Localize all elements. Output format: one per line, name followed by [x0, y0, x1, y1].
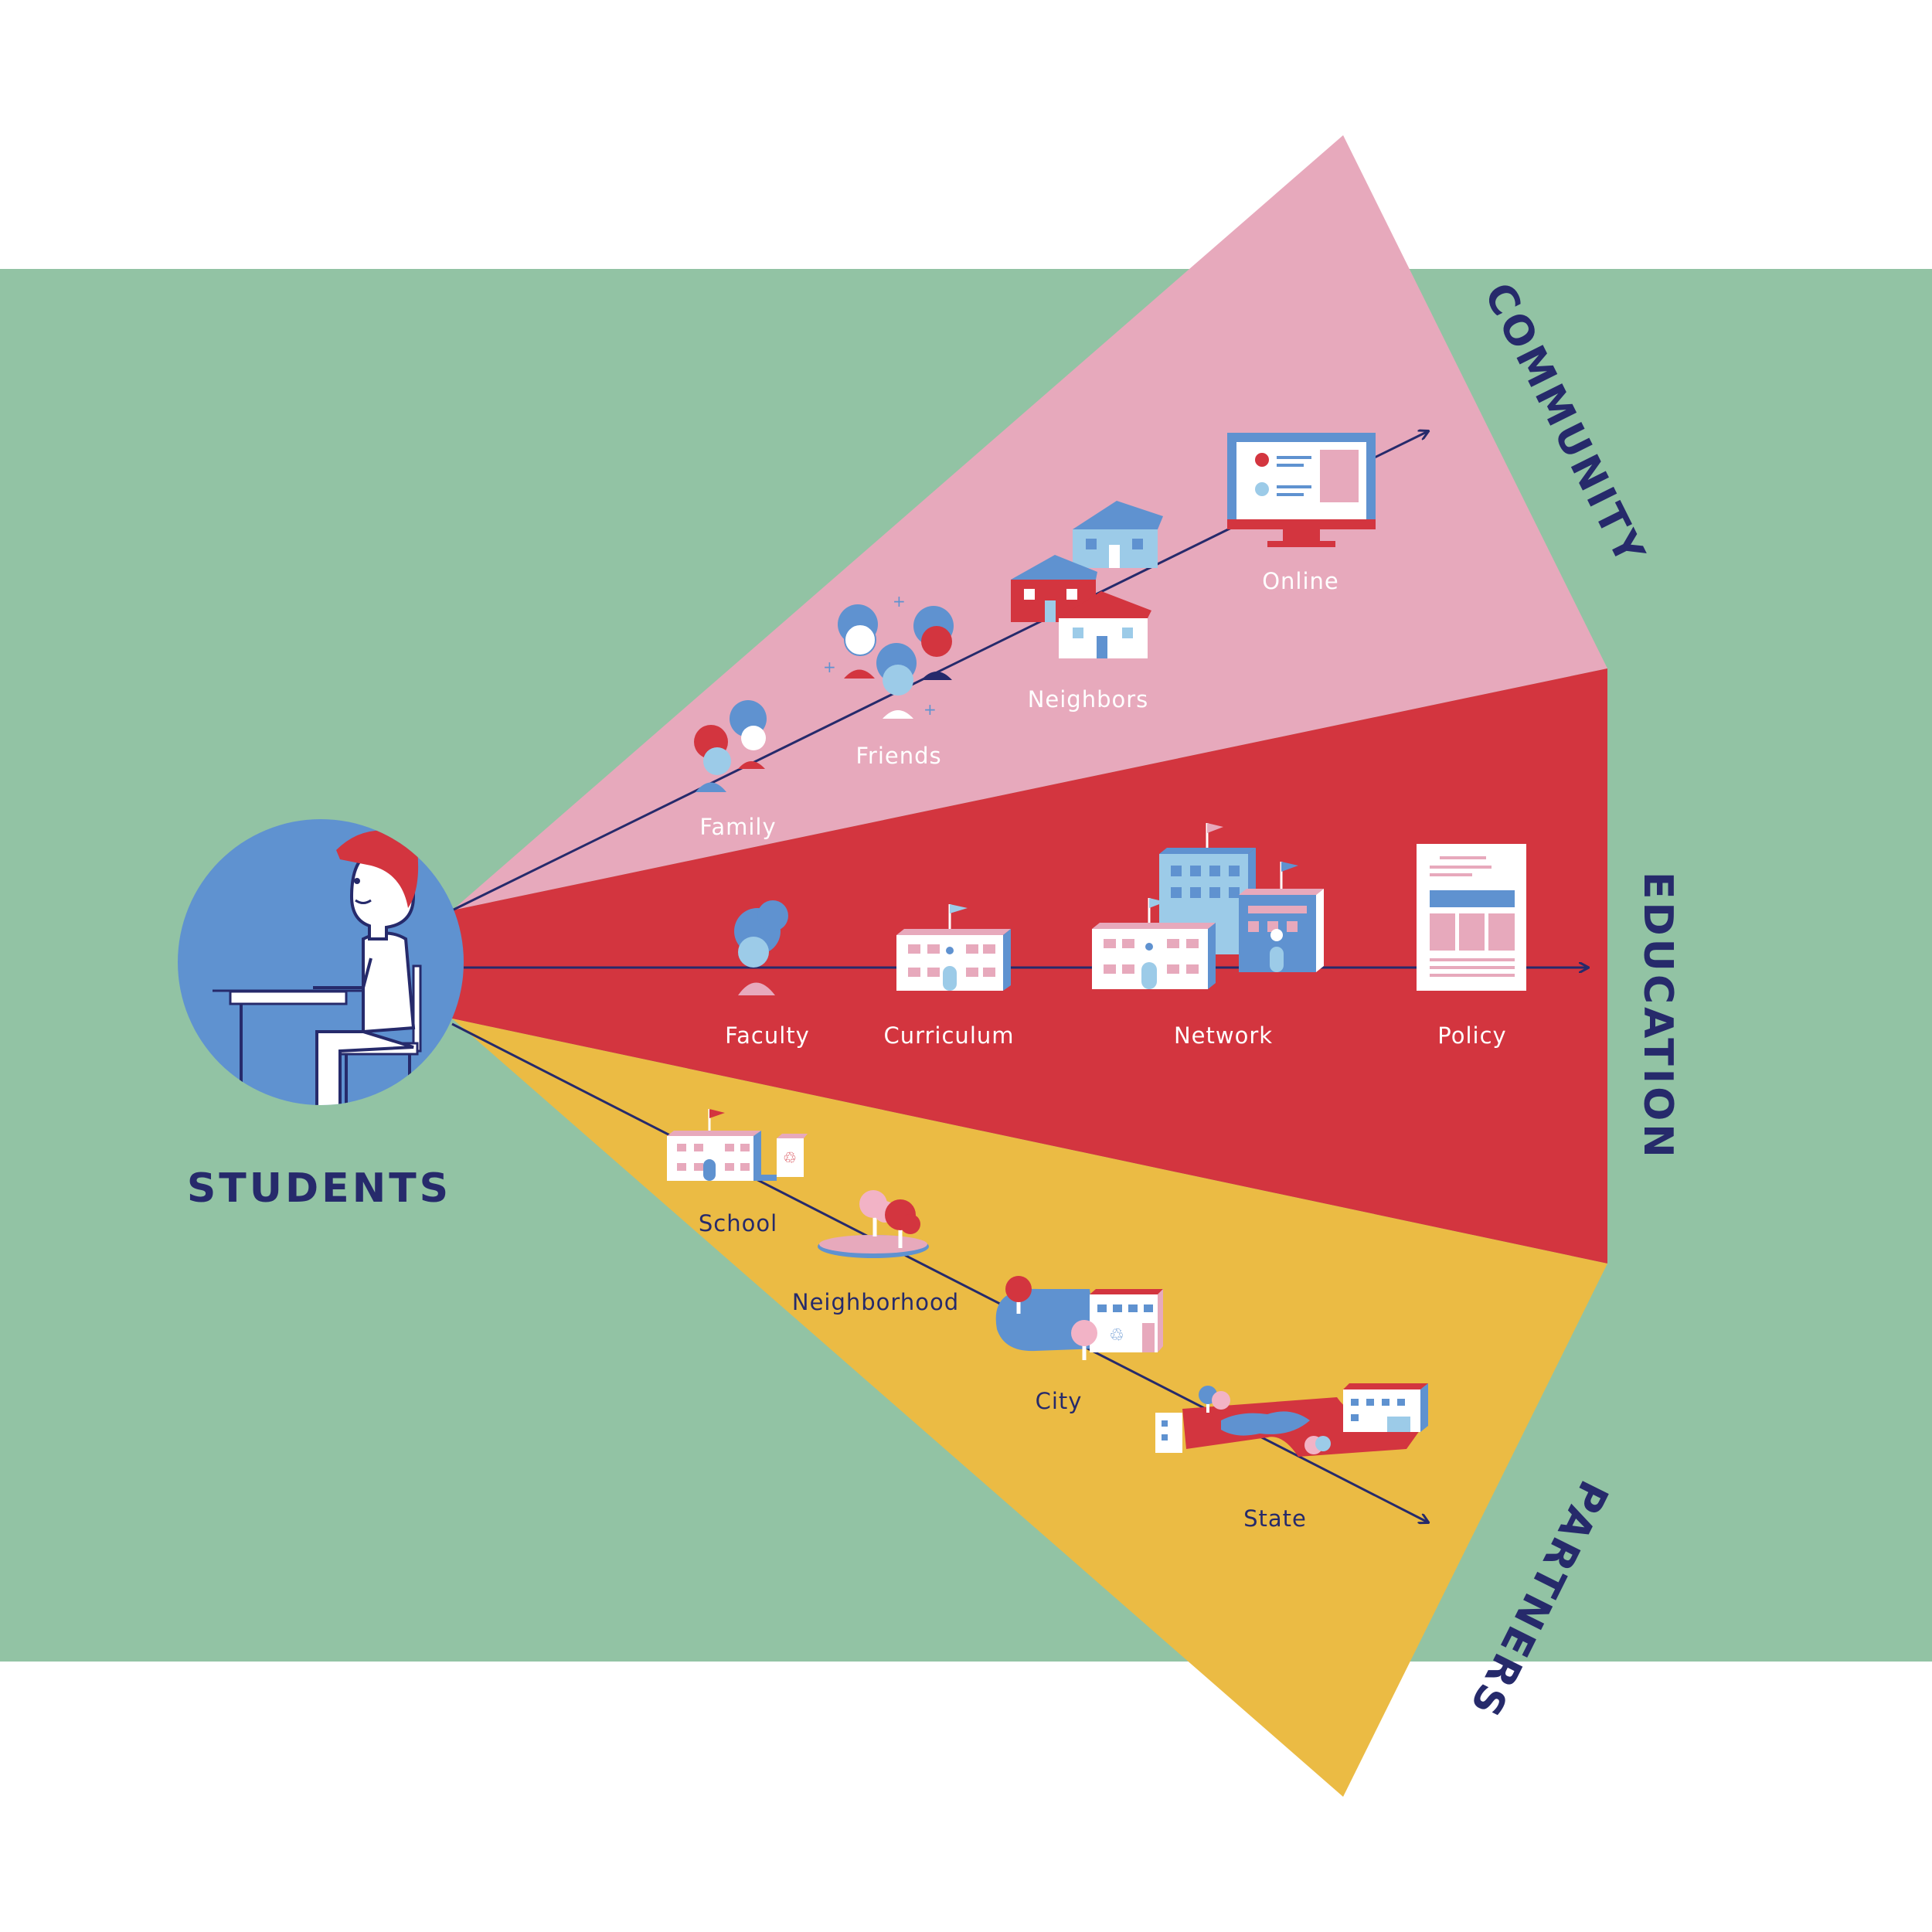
state-map-icon — [1155, 1383, 1428, 1457]
school-recycling-icon: ♲ — [667, 1109, 808, 1181]
school-label: School — [699, 1210, 777, 1236]
faculty-label: Faculty — [725, 1022, 810, 1049]
friends-icon: + + + — [823, 592, 954, 719]
svg-text:+: + — [823, 658, 836, 676]
education-label: EDUCATION — [1634, 872, 1681, 1161]
svg-text:+: + — [923, 700, 937, 719]
state-label: State — [1243, 1505, 1307, 1532]
neighborhood-label: Neighborhood — [792, 1289, 959, 1315]
svg-text:♲: ♲ — [1109, 1326, 1124, 1345]
family-label: Family — [699, 814, 776, 840]
houses-icon — [1011, 501, 1163, 658]
neighbors-label: Neighbors — [1028, 686, 1149, 713]
family-icon — [694, 700, 767, 792]
curriculum-label: Curriculum — [883, 1022, 1014, 1049]
partners-arrow — [451, 1022, 1428, 1522]
svg-text:+: + — [893, 592, 906, 611]
school-building-icon — [896, 904, 1011, 991]
network-label: Network — [1174, 1022, 1273, 1049]
school-network-icon — [1092, 823, 1324, 989]
student-at-desk-icon — [178, 819, 464, 1105]
city-pond-icon: ♲ — [995, 1276, 1163, 1360]
computer-monitor-icon — [1227, 433, 1376, 547]
svg-text:♲: ♲ — [783, 1148, 797, 1167]
city-label: City — [1036, 1388, 1083, 1414]
park-trees-icon — [818, 1190, 929, 1258]
students-label: STUDENTS — [187, 1165, 451, 1212]
partners-wedge — [452, 1019, 1607, 1797]
teacher-icon — [734, 900, 788, 995]
education-wedge — [452, 668, 1607, 1264]
friends-label: Friends — [855, 743, 941, 769]
online-label: Online — [1262, 568, 1339, 594]
policy-document-icon — [1417, 844, 1526, 991]
policy-label: Policy — [1437, 1022, 1506, 1049]
